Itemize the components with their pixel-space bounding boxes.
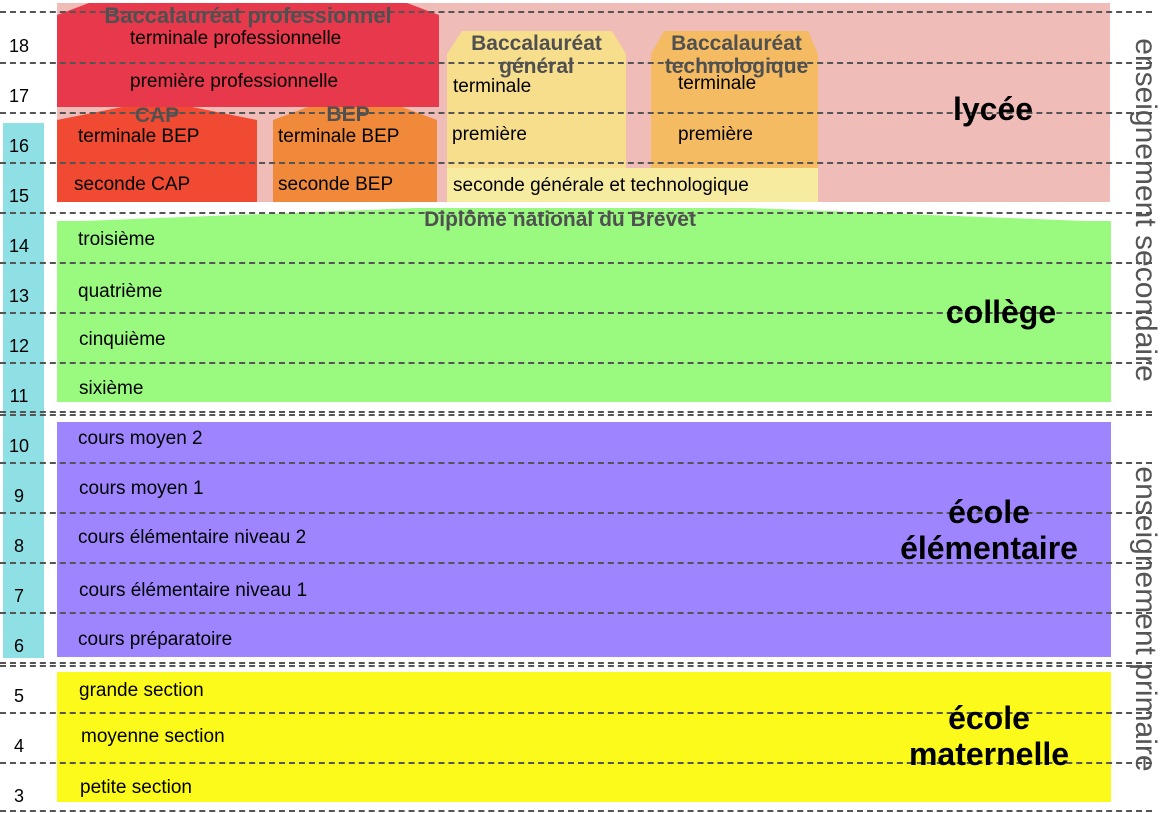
bep-block bbox=[273, 107, 437, 202]
year-line bbox=[0, 612, 1152, 614]
grade-label: quatrième bbox=[78, 281, 163, 302]
grade-label: cours moyen 1 bbox=[79, 478, 204, 499]
diploma-bep: BEP bbox=[326, 103, 370, 126]
stage-title-lycee: lycée bbox=[952, 91, 1034, 127]
stage-title-college: collège bbox=[945, 294, 1057, 330]
grade-label: terminale professionnelle bbox=[130, 28, 342, 49]
age-label: 11 bbox=[9, 386, 29, 406]
year-line bbox=[0, 662, 1152, 664]
age-label: 16 bbox=[8, 136, 30, 156]
year-line bbox=[0, 810, 1152, 812]
grade-label: cours préparatoire bbox=[78, 629, 233, 650]
maternelle-block bbox=[57, 672, 1111, 802]
seconde-gt-block bbox=[447, 168, 818, 202]
age-label: 18 bbox=[8, 36, 30, 56]
age-label: 8 bbox=[13, 536, 24, 556]
age-label: 5 bbox=[13, 686, 24, 706]
age-label: 17 bbox=[8, 86, 30, 106]
grade-label: terminale BEP bbox=[278, 126, 400, 147]
grade-label: terminale bbox=[678, 73, 757, 94]
grade-label: terminale bbox=[453, 76, 532, 97]
side-label-secondaire: enseignement secondaire bbox=[1129, 38, 1162, 382]
grade-label: sixième bbox=[79, 378, 144, 399]
grade-label: cours moyen 2 bbox=[78, 428, 203, 449]
side-label-primaire: enseignement primaire bbox=[1129, 466, 1162, 772]
year-line bbox=[0, 62, 1152, 64]
age-label: 6 bbox=[13, 636, 24, 656]
grade-label: petite section bbox=[80, 777, 192, 798]
stage-title-elementaire-line1: école bbox=[948, 494, 1030, 530]
grade-label: seconde générale et technologique bbox=[453, 175, 749, 196]
diploma-brevet: Diplôme national du Brevet bbox=[424, 208, 696, 231]
year-line bbox=[0, 362, 1152, 364]
grade-label: cours élémentaire niveau 2 bbox=[78, 527, 307, 548]
grade-label: terminale BEP bbox=[78, 126, 200, 147]
age-label: 7 bbox=[13, 586, 24, 606]
grade-label: seconde CAP bbox=[74, 174, 191, 195]
grade-label: cinquième bbox=[79, 329, 166, 350]
age-label: 9 bbox=[13, 486, 24, 506]
diploma-bac-tech-line2: technologique bbox=[664, 55, 809, 78]
lycee-pathways bbox=[57, 3, 818, 202]
age-label: 4 bbox=[13, 736, 24, 756]
year-line bbox=[0, 712, 1152, 714]
grade-label: moyenne section bbox=[81, 726, 225, 747]
stage-title-maternelle-line2: maternelle bbox=[908, 736, 1070, 772]
bac-tech-block bbox=[651, 31, 818, 168]
grade-label: seconde BEP bbox=[278, 174, 394, 195]
diploma-bac-general-line1: Baccalauréat bbox=[471, 32, 602, 55]
age-label: 14 bbox=[8, 236, 30, 256]
diploma-bac-general-line2: général bbox=[499, 55, 574, 78]
diploma-cap: CAP bbox=[134, 104, 180, 127]
age-label: 3 bbox=[13, 786, 24, 806]
year-line bbox=[0, 162, 1152, 164]
cap-block bbox=[57, 107, 257, 202]
year-line bbox=[0, 665, 1152, 667]
grade-label: cours élémentaire niveau 1 bbox=[79, 580, 308, 601]
brevet-bevel bbox=[57, 208, 1111, 222]
year-line bbox=[0, 312, 1152, 314]
year-line bbox=[0, 562, 1152, 564]
year-line bbox=[0, 11, 1152, 13]
year-line bbox=[0, 462, 1152, 464]
age-label: 12 bbox=[8, 336, 30, 356]
grade-label: première bbox=[452, 124, 527, 145]
bac-gen-block bbox=[447, 31, 626, 168]
diploma-bac-tech-line1: Baccalauréat bbox=[671, 32, 802, 55]
grade-label: troisième bbox=[78, 229, 156, 250]
year-line bbox=[0, 112, 1152, 114]
grade-label: première bbox=[678, 124, 753, 145]
year-line bbox=[0, 414, 1152, 416]
college-block bbox=[57, 221, 1111, 402]
age-label: 15 bbox=[8, 186, 30, 206]
elementaire-block bbox=[57, 422, 1111, 657]
year-line bbox=[0, 212, 1152, 214]
year-line bbox=[0, 512, 1152, 514]
age-label: 10 bbox=[8, 436, 30, 456]
year-line bbox=[0, 411, 1152, 413]
stage-title-elementaire-line2: élémentaire bbox=[900, 530, 1078, 566]
bac-pro-block bbox=[57, 3, 439, 107]
age-label: 13 bbox=[8, 286, 30, 306]
stage-title-maternelle-line1: école bbox=[948, 700, 1030, 736]
year-line bbox=[0, 262, 1152, 264]
grade-label: grande section bbox=[79, 680, 204, 701]
diploma-bac-pro: Baccalauréat professionnel bbox=[104, 3, 392, 28]
grade-label: première professionnelle bbox=[130, 71, 339, 92]
year-line bbox=[0, 762, 1152, 764]
